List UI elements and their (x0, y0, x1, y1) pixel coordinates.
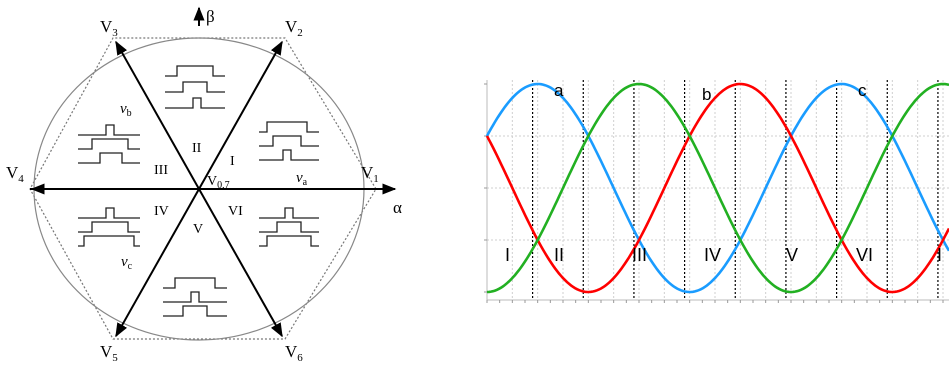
pulse-pattern-III (78, 124, 140, 164)
waveform-chart: a b c I II III IV V VI I (484, 80, 949, 303)
series-a-curve (485, 82, 949, 294)
label-v1: V1 (361, 163, 379, 185)
wave-sector-I-repeat: I (937, 245, 942, 265)
wave-sector-III: III (632, 245, 647, 265)
v6-line (198, 188, 283, 338)
wave-sector-VI: VI (856, 245, 873, 265)
phase-label-c: c (858, 81, 867, 100)
sector-label-IV: IV (154, 204, 169, 219)
label-v2: V2 (285, 17, 303, 39)
label-v6: V6 (285, 342, 303, 364)
space-vector-diagram: V1 V2 V3 V4 V5 V6 V0,7 α β va vb vc I II… (6, 6, 402, 364)
y-ticks (484, 83, 487, 293)
wave-sector-I: I (505, 245, 510, 265)
series-c-curve (486, 82, 949, 294)
phase-label-b: b (702, 85, 711, 104)
wave-sector-II: II (554, 245, 564, 265)
v5-line (115, 188, 200, 338)
pulse-pattern-I (259, 121, 319, 161)
wave-sector-V: V (786, 245, 798, 265)
wave-sector-IV: IV (704, 245, 721, 265)
sector-label-III: III (154, 163, 168, 178)
v2-line (198, 40, 283, 190)
label-v3: V3 (100, 17, 118, 39)
sector-label-I: I (230, 154, 235, 169)
phase-label-a: a (554, 81, 564, 100)
v3-line (115, 40, 200, 190)
series-b-curve (485, 82, 949, 294)
sector-label-VI: VI (228, 204, 243, 219)
sector-label-II: II (192, 141, 202, 156)
label-va: va (296, 170, 308, 188)
label-v5: V5 (100, 342, 118, 364)
pulse-pattern-IV (78, 207, 140, 247)
pulse-pattern-V (163, 277, 227, 317)
label-v07: V0,7 (207, 174, 230, 191)
x-ticks (486, 300, 944, 303)
sector-label-V: V (193, 222, 203, 237)
label-vb: vb (120, 101, 132, 119)
sector-dividers (531, 80, 939, 300)
alpha-label: α (393, 198, 402, 217)
pulse-pattern-VI (259, 207, 319, 247)
pulse-pattern-II (165, 65, 225, 109)
beta-label: β (206, 7, 215, 26)
phase-curves (485, 82, 949, 294)
label-vc: vc (121, 254, 133, 272)
label-v4: V4 (6, 163, 24, 185)
